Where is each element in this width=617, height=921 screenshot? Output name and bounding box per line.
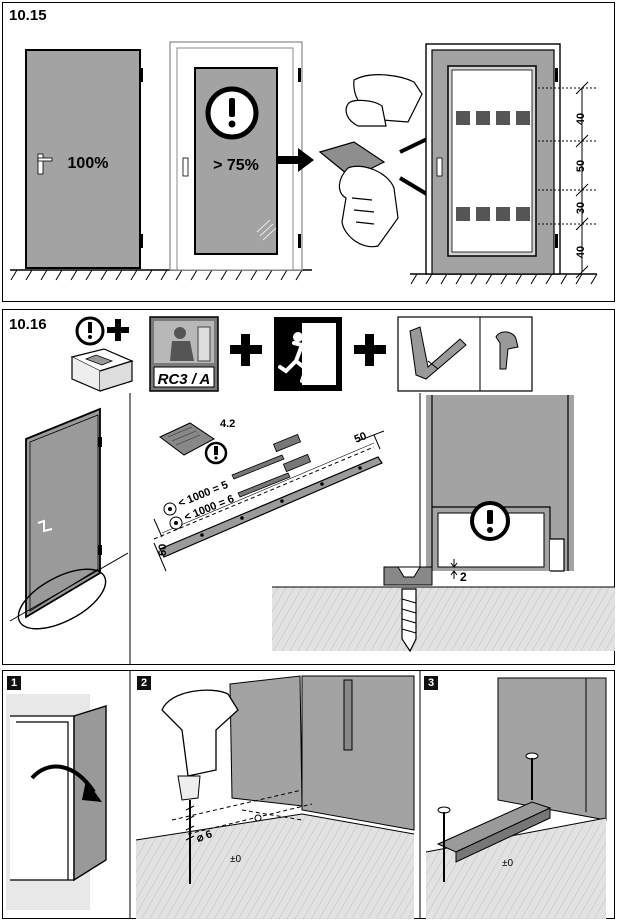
screws-and-anchors <box>231 433 312 498</box>
dimension-label: 40 <box>575 246 587 258</box>
step-1-open-door <box>6 694 107 910</box>
warning-icon <box>470 501 510 541</box>
full-coverage-label: 100% <box>68 155 109 172</box>
steps-illustration: ⌀ 6 ±0 ±0 <box>6 670 607 919</box>
drill-diameter-label: ⌀ 6 <box>195 828 214 845</box>
plus-icon <box>107 319 129 341</box>
reference-number: 4.2 <box>220 418 235 430</box>
door-perspective <box>9 407 129 630</box>
step-2-number: 2 <box>137 676 151 690</box>
glass-reflection <box>509 225 526 243</box>
solid-door <box>25 49 143 269</box>
edge-distance-label: 50 <box>157 544 169 556</box>
spacing-marker-icon <box>163 502 183 530</box>
step-3-number: 3 <box>424 676 438 690</box>
step-3-fixing-threshold <box>425 677 607 919</box>
glazed-door-with-markings <box>425 43 561 275</box>
dimension-label: 50 <box>575 160 587 172</box>
warning-icon <box>204 441 228 465</box>
marking-strip-bottom <box>456 207 530 221</box>
marking-strip-top <box>456 111 530 125</box>
warning-icon <box>205 86 259 140</box>
step-1-number: 1 <box>7 676 21 690</box>
threshold-profile <box>383 566 433 586</box>
step-2-drilling <box>135 675 415 919</box>
security-class-icon <box>149 316 219 392</box>
wall-anchor <box>401 588 417 653</box>
glass-coverage-label: > 75% <box>213 157 259 174</box>
section-10-16-illustration: RC3 / A <box>9 316 615 665</box>
gap-arrow <box>450 559 458 579</box>
floor-section <box>272 587 615 651</box>
instruction-sheet-icon <box>159 422 215 456</box>
plus-icon <box>354 334 386 366</box>
package-warning-icon <box>70 316 134 392</box>
gap-label: 2 <box>460 570 467 584</box>
hands-applying-film <box>318 74 423 248</box>
plus-icon <box>230 334 262 366</box>
security-class-label: RC3 / A <box>158 371 211 388</box>
edge-distance-label: 50 <box>353 430 369 446</box>
floor-level-label: ±0 <box>502 858 513 869</box>
floor-level-label: ±0 <box>230 854 241 865</box>
section-10-15-illustration: 40 50 30 40 100% > 75% <box>10 41 598 285</box>
dimension-label: 40 <box>575 113 587 125</box>
section-10-15-number: 10.15 <box>9 7 47 24</box>
section-10-16-number: 10.16 <box>9 316 47 333</box>
dimension-line <box>538 81 598 279</box>
emergency-exit-icon <box>274 317 342 391</box>
glazed-door <box>169 41 303 271</box>
dimension-label: 30 <box>575 202 587 214</box>
door-cross-section <box>426 395 574 572</box>
right-arrow-icon <box>278 148 314 172</box>
door-handles-icon <box>397 316 533 392</box>
